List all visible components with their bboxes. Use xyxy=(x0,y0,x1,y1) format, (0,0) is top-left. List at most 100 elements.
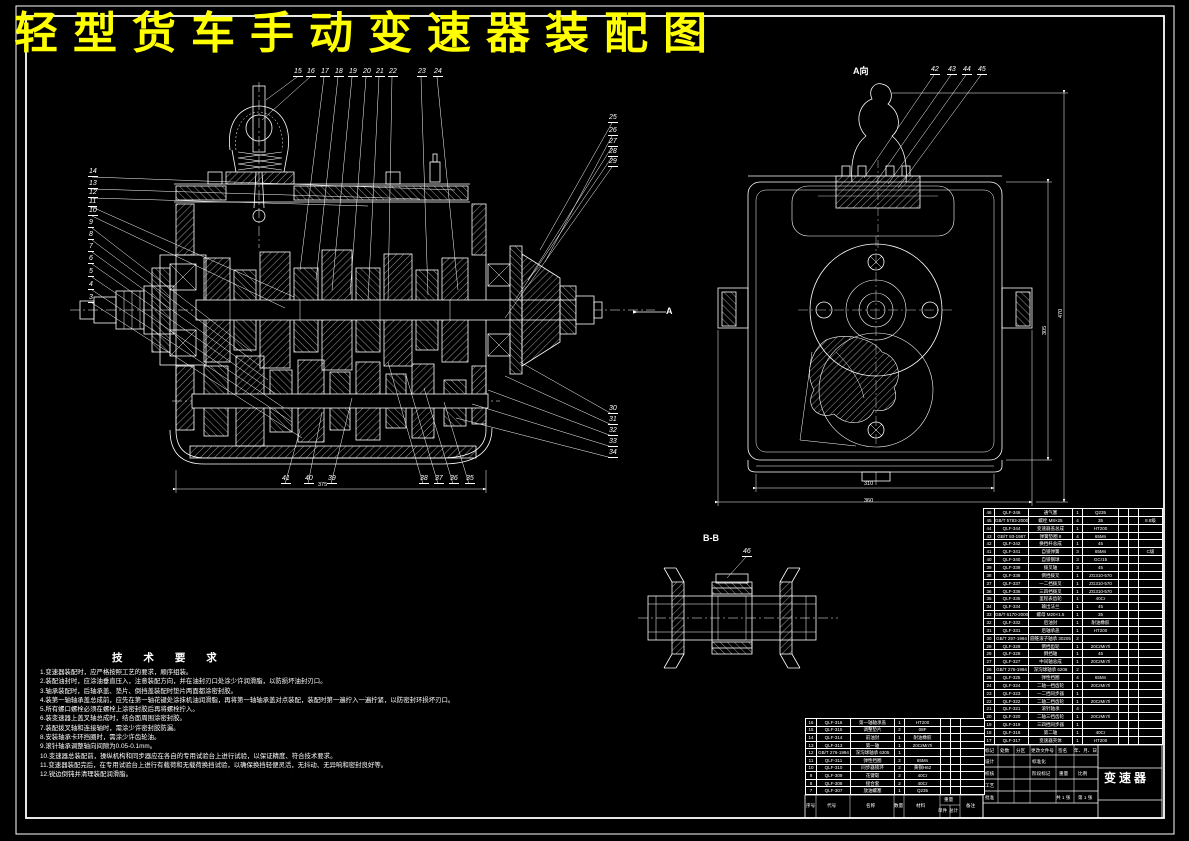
part-callout: 32 xyxy=(608,427,618,436)
bom-header-label: 代号 xyxy=(827,803,837,808)
part-callout: 5 xyxy=(88,268,94,277)
part-callout: 27 xyxy=(608,138,618,147)
part-callout: 40 xyxy=(304,475,314,484)
part-callout: 26 xyxy=(608,127,618,136)
dimension-text: 375 xyxy=(318,482,328,488)
part-callout: 3 xyxy=(88,294,94,303)
part-callout: 41 xyxy=(281,475,291,484)
bom-header-label: 数量 xyxy=(894,803,904,808)
part-callout: 36 xyxy=(449,475,459,484)
end-view-a xyxy=(715,83,1068,506)
tech-req-line: 10.变速器总装配前，操纵机构和同步器应在各自的专用试验台上进行试验，以保证精度… xyxy=(40,752,337,760)
part-callout: 28 xyxy=(608,148,618,157)
title-block-label: 共 1 张 xyxy=(1056,795,1071,800)
bom-header-label: 序号 xyxy=(806,803,816,808)
drawing-title: 轻型货车手动变速器装配图 xyxy=(14,8,722,59)
dimension-text: 310 xyxy=(864,481,874,487)
bom-header-label: 总计 xyxy=(949,808,959,813)
part-callout: 46 xyxy=(742,548,752,557)
part-callout: 45 xyxy=(977,66,987,75)
part-callout: 43 xyxy=(947,66,957,75)
title-block-label: 更改文件号 xyxy=(1031,748,1054,753)
part-callout: 23 xyxy=(417,68,427,77)
title-block-label: 第 1 张 xyxy=(1078,795,1093,800)
tech-req-header: 技 术 要 求 xyxy=(112,652,226,664)
part-callout: 20 xyxy=(362,68,372,77)
title-block-label: 批准 xyxy=(985,795,995,800)
tech-req-line: 4.装第一轴轴承盖总成前，应先在第一轴花键处涂抹机油润滑脂，再将第一轴轴承盖对点… xyxy=(40,696,455,704)
part-callout: 16 xyxy=(306,68,316,77)
title-block-label: 变速器 xyxy=(1104,771,1150,785)
part-callout: 8 xyxy=(88,231,94,240)
title-block-label: 重量 xyxy=(1059,771,1069,776)
tech-req-line: 12.锐边倒钝并清理装配润滑脂。 xyxy=(40,771,132,779)
bom-header-label: 备注 xyxy=(966,803,976,808)
dimension-text: 360 xyxy=(864,498,874,504)
title-block-label: 标准化 xyxy=(1032,759,1046,764)
part-callout: 21 xyxy=(375,68,385,77)
part-callout: 6 xyxy=(88,255,94,264)
main-section-view xyxy=(70,82,666,493)
part-callout: 31 xyxy=(608,416,618,425)
tech-req-line: 9.滚针轴承调整轴向间隙为0.05-0.1mm。 xyxy=(40,743,157,751)
title-block-grid xyxy=(804,744,1163,819)
part-callout: 17 xyxy=(320,68,330,77)
part-callout: 7 xyxy=(88,243,94,252)
tech-req-line: 2.装配油封时，应涂油垂直压入，注意装配方向，并在油封刃口处涂少许润滑脂，以防损… xyxy=(40,678,327,686)
title-block-label: 工艺 xyxy=(985,783,995,788)
title-block-label: 校核 xyxy=(985,771,995,776)
technical-requirements: 技 术 要 求 1.变速器装配时，应严格按照工艺的要求，顺序组装。2.装配油封时… xyxy=(40,650,600,780)
part-callout: 34 xyxy=(608,449,618,458)
part-callout: 15 xyxy=(293,68,303,77)
part-callout: 30 xyxy=(608,405,618,414)
part-callout: 39 xyxy=(327,475,337,484)
part-callout: 19 xyxy=(348,68,358,77)
bom-header-label: 材料 xyxy=(916,803,926,808)
part-callout: 35 xyxy=(465,475,475,484)
part-callout: 42 xyxy=(930,66,940,75)
title-block-label: 处数 xyxy=(1000,748,1010,753)
sheet-border xyxy=(15,5,1175,835)
part-callout: 14 xyxy=(88,168,98,177)
tech-req-list: 1.变速器装配时，应严格按照工艺的要求，顺序组装。2.装配油封时，应涂油垂直压入… xyxy=(40,668,600,780)
tech-req-line: 7.装配拨叉轴和连接轴时，需涂少许密封胶防漏。 xyxy=(40,724,180,732)
part-callout: 22 xyxy=(388,68,398,77)
tech-req-line: 8.安装轴承卡环挡圈时，需涂少许齿轮油。 xyxy=(40,734,161,742)
part-callout: 44 xyxy=(962,66,972,75)
tech-req-line: 11.变速器装配完后，在专用试验台上进行有载荷和无载荷换挡试验，以确保换挡轻便灵… xyxy=(40,761,388,769)
view-label: B-B xyxy=(703,533,719,543)
title-block-label: 设计 xyxy=(985,759,995,764)
